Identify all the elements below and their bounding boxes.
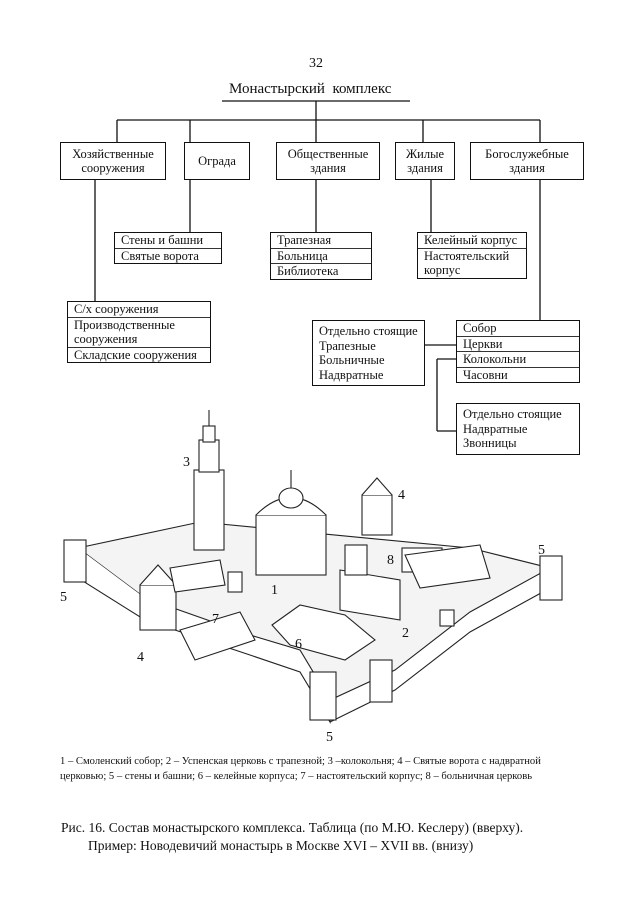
economic-item: С/х сооружения: [68, 302, 210, 318]
category-worship-line1: Богослужебные: [485, 147, 569, 161]
category-economic-line2: сооружения: [81, 161, 145, 175]
belfry-type: Звонницы: [463, 436, 517, 450]
page-number: 32: [309, 56, 323, 71]
fence-items-list: Стены и башни Святые ворота: [114, 232, 222, 264]
drawing-label: 5: [60, 590, 67, 605]
church-types-list: Отдельно стоящие Трапезные Больничные На…: [312, 320, 425, 386]
diagram-root-title: Монастырский комплекс: [229, 81, 392, 97]
worship-items-list: Собор Церкви Колокольни Часовни: [456, 320, 580, 383]
belfry-types-list: Отдельно стоящие Надвратные Звонницы: [456, 403, 580, 455]
worship-item: Церкви: [457, 337, 579, 352]
category-public-line2: здания: [310, 161, 346, 175]
drawing-label: 4: [137, 650, 144, 665]
church-type: Больничные: [319, 353, 385, 367]
fence-item: Стены и башни: [115, 233, 221, 249]
legend-line-1: 1 – Смоленский собор; 2 – Успенская церк…: [60, 756, 541, 767]
housing-item: Настоятельский: [424, 248, 510, 263]
category-housing-line2: здания: [407, 161, 443, 175]
drawing-label: 7: [212, 612, 219, 627]
category-housing: Жилые здания: [395, 142, 455, 180]
belfry-type: Отдельно стоящие: [463, 407, 562, 421]
figure-caption-line-1: Рис. 16. Состав монастырского комплекса.…: [61, 820, 524, 835]
church-type: Отдельно стоящие: [319, 324, 418, 338]
church-type: Трапезные: [319, 338, 376, 353]
drawing-label: 1: [271, 583, 278, 598]
economic-item: сооружения: [68, 332, 210, 348]
category-housing-line1: Жилые: [405, 147, 445, 161]
drawing-label: 3: [183, 455, 190, 470]
belfry-type: Надвратные: [463, 421, 528, 436]
drawing-label: 6: [295, 637, 302, 652]
legend-line-2: церковью; 5 – стены и башни; 6 – келейны…: [60, 771, 533, 782]
category-fence-line1: Ограда: [198, 154, 236, 168]
category-public-line1: Общественные: [287, 147, 369, 161]
housing-item: корпус: [424, 263, 461, 277]
drawing-label: 4: [398, 488, 405, 503]
category-economic: Хозяйственные сооружения: [60, 142, 166, 180]
housing-items-list: Келейный корпус Настоятельский корпус: [417, 232, 527, 279]
category-economic-line1: Хозяйственные: [72, 147, 154, 161]
public-item: Трапезная: [271, 233, 371, 249]
category-public: Общественные здания: [276, 142, 380, 180]
public-item: Больница: [271, 249, 371, 264]
category-fence: Ограда: [184, 142, 250, 180]
economic-item: Производственные: [74, 317, 175, 332]
drawing-label: 5: [538, 543, 545, 558]
public-items-list: Трапезная Больница Библиотека: [270, 232, 372, 280]
church-type: Надвратные: [319, 367, 384, 382]
figure-caption-line-2: Пример: Новодевичий монастырь в Москве X…: [88, 838, 474, 853]
worship-item: Часовни: [463, 367, 508, 382]
housing-item: Келейный корпус: [418, 233, 526, 249]
economic-items-list: С/х сооружения Производственные сооружен…: [67, 301, 211, 363]
category-worship: Богослужебные здания: [470, 142, 584, 180]
worship-item: Колокольни: [457, 352, 579, 368]
drawing-label: 5: [326, 730, 333, 745]
worship-item: Собор: [457, 321, 579, 337]
public-item: Библиотека: [277, 264, 339, 278]
fence-item: Святые ворота: [121, 248, 199, 263]
drawing-label: 2: [402, 626, 409, 641]
economic-item: Складские сооружения: [74, 347, 197, 362]
drawing-label: 8: [387, 553, 394, 568]
category-worship-line2: здания: [509, 161, 545, 175]
